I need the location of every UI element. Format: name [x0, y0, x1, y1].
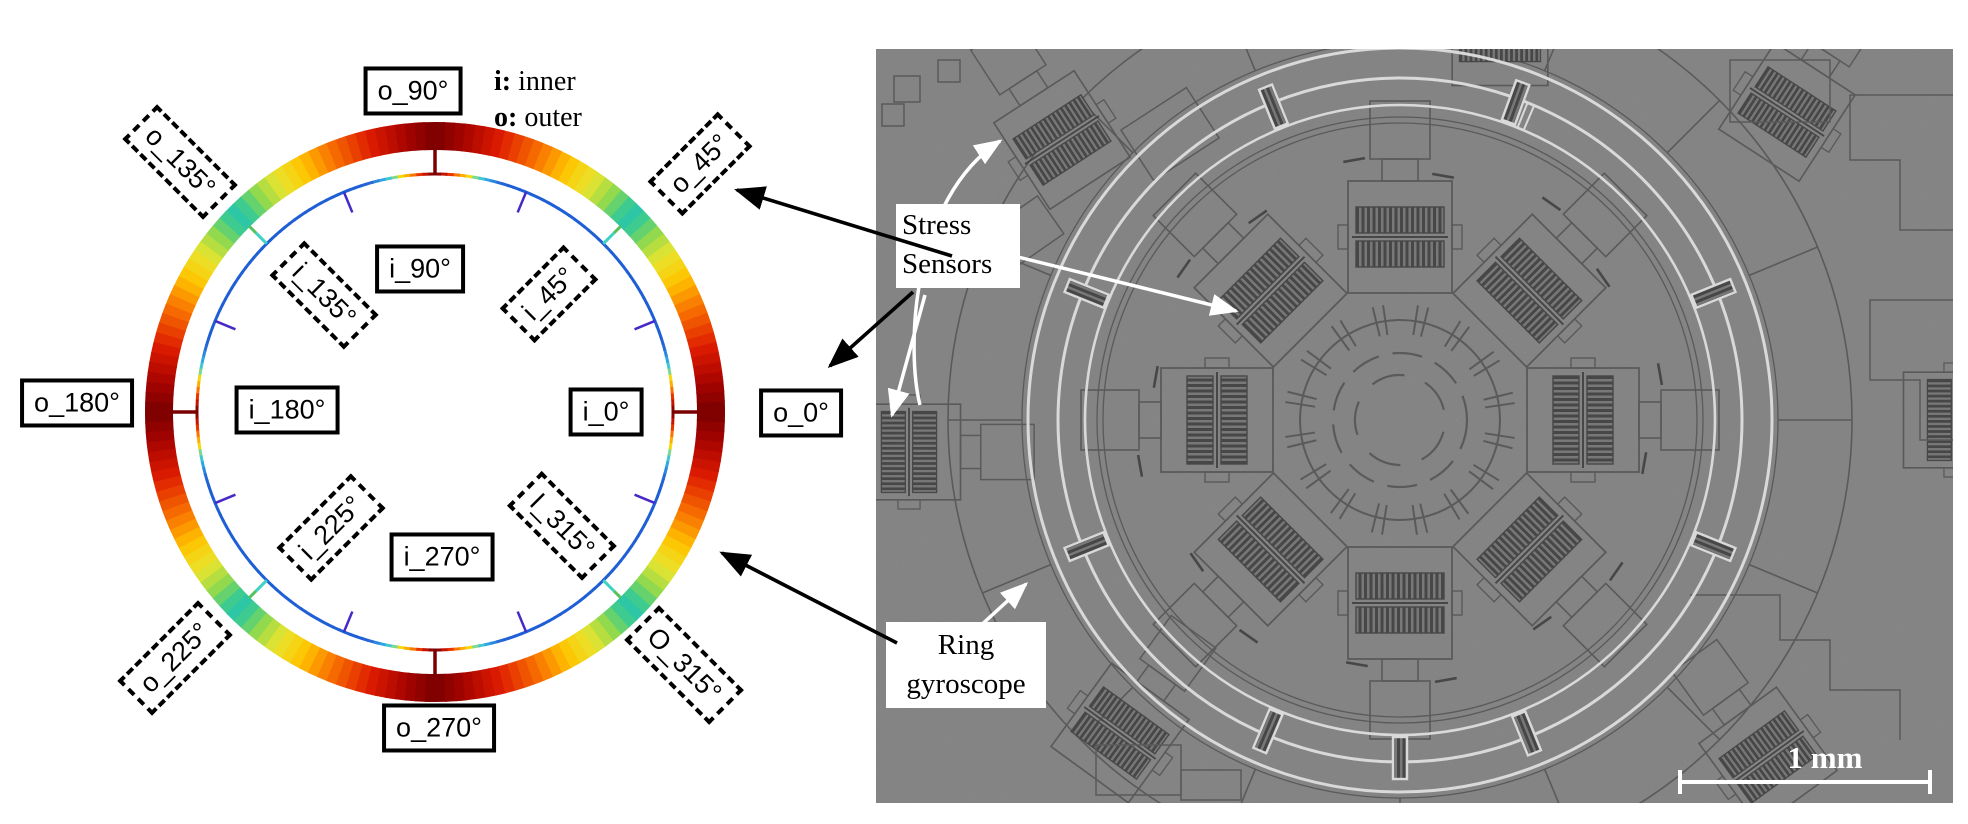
- inner-ring-ticks: [214, 191, 656, 633]
- ring-label-o_90deg: o_90°: [363, 66, 463, 116]
- outer-ring-band: [144, 121, 726, 703]
- ring-label-o_0deg: o_0°: [759, 388, 843, 438]
- sem-grain-light: [876, 49, 1953, 803]
- legend-outer: o: outer: [494, 102, 582, 134]
- ring-gyroscope-label: Ring gyroscope: [886, 622, 1046, 709]
- ring-diagram: [144, 121, 726, 703]
- sem-micrograph: [876, 49, 1953, 803]
- ring-label-i_0deg: i_0°: [568, 387, 644, 437]
- arrow-to-right-sensor: [1013, 254, 1239, 316]
- legend: i: inner o: outer: [494, 66, 582, 138]
- ring-label-o_180deg: o_180°: [20, 378, 134, 428]
- legend-inner: i: inner: [494, 66, 576, 97]
- stress-sensors-line2: Sensors: [902, 248, 993, 281]
- ring-label-i_270deg: i_270°: [389, 532, 495, 582]
- scale-bar-label: 1 mm: [1787, 740, 1863, 775]
- ring-label-i_180deg: i_180°: [234, 385, 340, 435]
- scale-bar: [1678, 770, 1932, 794]
- ring-label-i_90deg: i_90°: [375, 244, 465, 294]
- ring-label-o_270deg: o_270°: [382, 703, 496, 753]
- ring-connectors: [172, 149, 698, 675]
- inner-ring: [195, 172, 675, 652]
- arrow-to-ring: [976, 582, 1029, 630]
- stress-sensors-line1: Stress: [902, 209, 972, 241]
- ring-gyroscope-line2: gyroscope: [906, 668, 1026, 701]
- ring-gyroscope-line1: Ring: [937, 629, 995, 661]
- stress-sensors-label: Stress Sensors: [896, 204, 1020, 289]
